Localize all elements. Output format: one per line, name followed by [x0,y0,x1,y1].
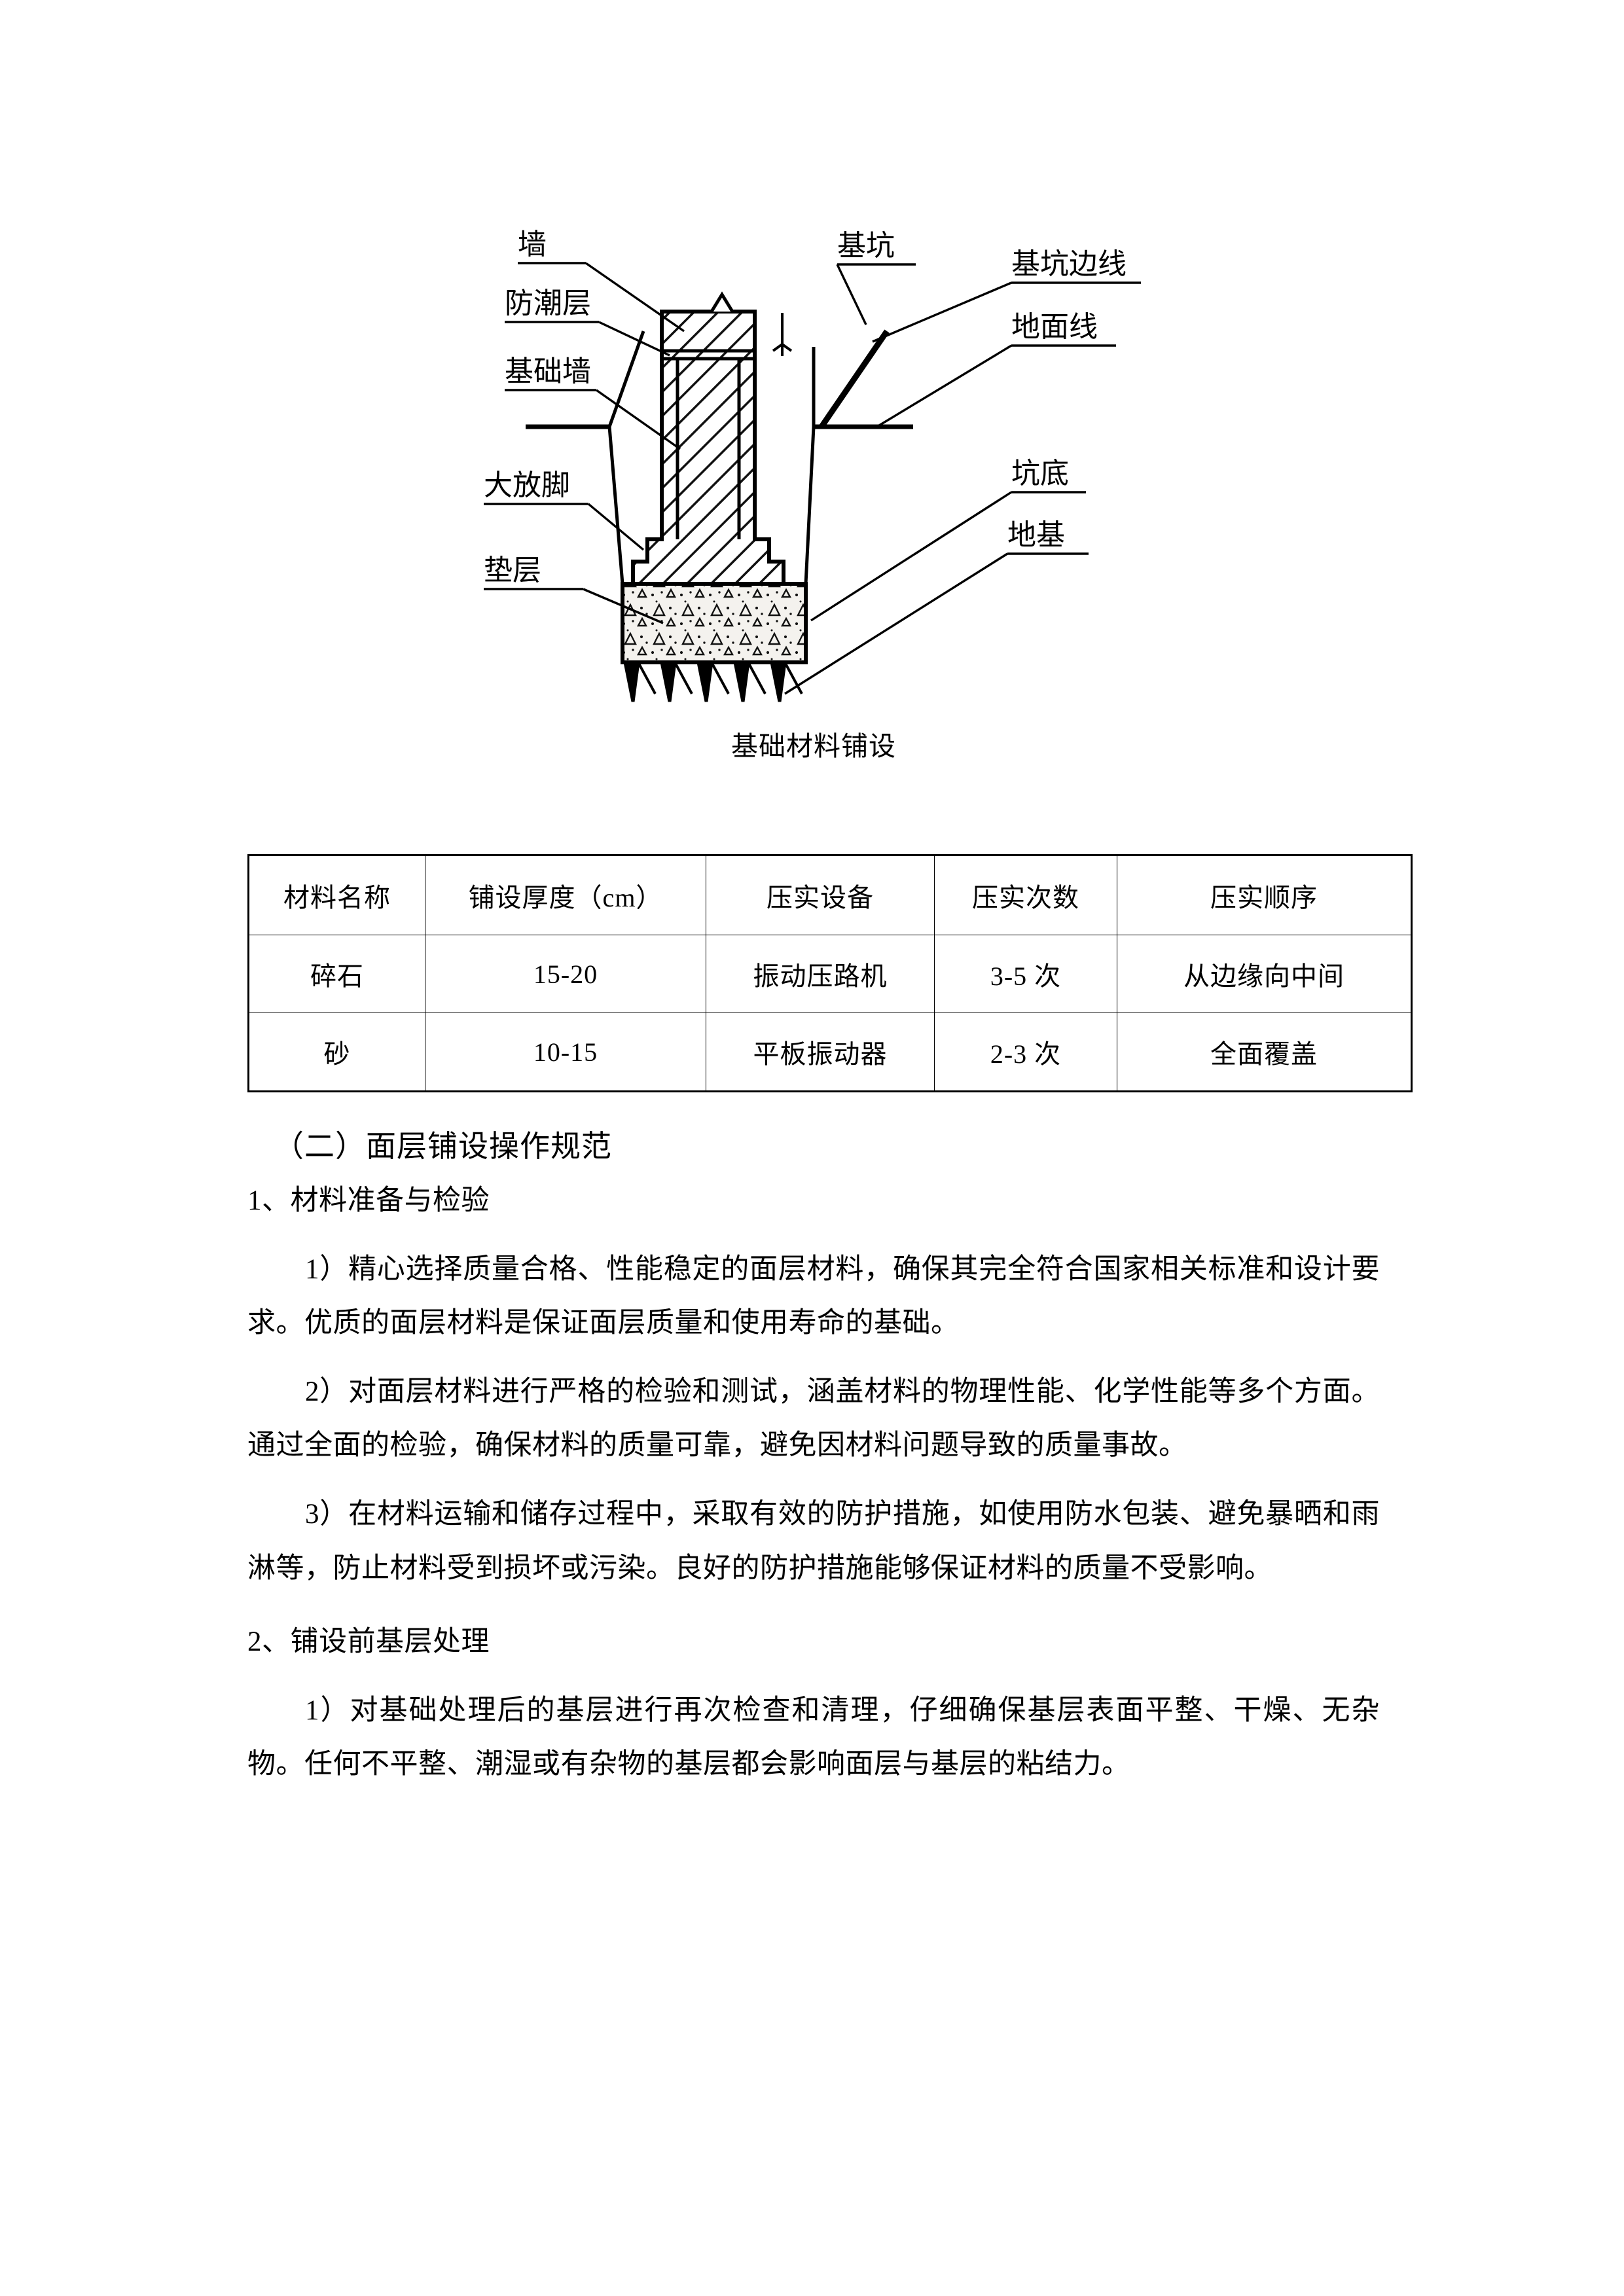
subsection-1-item-2: 2）对面层材料进行严格的检验和测试，涵盖材料的物理性能、化学性能等多个方面。通过… [247,1376,1380,1462]
figure-label-wall: 墙 [518,228,547,260]
material-spec-table: 材料名称 铺设厚度（cm） 压实设备 压实次数 压实顺序 碎石 15-20 振动… [247,854,1413,1093]
cell-order: 全面覆盖 [1117,1013,1413,1093]
table-header-row: 材料名称 铺设厚度（cm） 压实设备 压实次数 压实顺序 [247,854,1413,936]
table-row: 砂 10-15 平板振动器 2-3 次 全面覆盖 [247,1013,1413,1093]
cell-passes: 3-5 次 [934,935,1117,1014]
figure-label-subgrade: 地基 [1007,519,1065,551]
subsection-2-item-1: 1）对基础处理后的基层进行再次检查和清理，仔细确保基层表面平整、干燥、无杂物。任… [247,1695,1380,1780]
figure-label-pit-bottom: 坑底 [1011,457,1069,490]
foundation-figure: 墙 防潮层 基础墙 大放脚 垫层 基坑 基坑边线 地面线 坑底 地基 基础材料铺… [247,196,1380,764]
figure-label-cushion-layer: 垫层 [484,554,541,586]
cell-equipment: 振动压路机 [706,935,935,1014]
table-header-order: 压实顺序 [1117,854,1413,936]
figure-label-ground-line: 地面线 [1011,311,1098,343]
table-header-passes: 压实次数 [934,854,1117,936]
material-spec-table-wrap: 材料名称 铺设厚度（cm） 压实设备 压实次数 压实顺序 碎石 15-20 振动… [247,854,1413,1093]
cell-thickness: 10-15 [425,1013,706,1093]
table-row: 碎石 15-20 振动压路机 3-5 次 从边缘向中间 [247,935,1413,1014]
subsection-1-item-3: 3）在材料运输和储存过程中，采取有效的防护措施，如使用防水包装、避免暴晒和雨淋等… [247,1499,1380,1584]
cell-order: 从边缘向中间 [1117,935,1413,1014]
subsection-1-heading: 1、材料准备与检验 [247,1185,490,1217]
cell-material: 砂 [247,1013,425,1093]
table-header-material: 材料名称 [247,854,425,936]
section-heading: （二）面层铺设操作规范 [274,1130,612,1164]
subsection-1-item-1: 1）精心选择质量合格、性能稳定的面层材料，确保其完全符合国家相关标准和设计要求。… [247,1253,1380,1339]
subsection-2-heading: 2、铺设前基层处理 [247,1626,490,1658]
figure-label-footing-steps: 大放脚 [484,469,570,501]
figure-label-damp-proof-course: 防潮层 [505,287,591,319]
cell-passes: 2-3 次 [934,1013,1117,1093]
foundation-diagram-svg: 墙 防潮层 基础墙 大放脚 垫层 基坑 基坑边线 地面线 坑底 地基 [447,196,1180,720]
figure-label-pit-boundary-line: 基坑边线 [1011,248,1127,280]
cell-material: 碎石 [247,935,425,1014]
figure-caption: 基础材料铺设 [731,731,896,761]
cell-equipment: 平板振动器 [706,1013,935,1093]
table-header-equipment: 压实设备 [706,854,935,936]
figure-label-foundation-pit: 基坑 [837,230,895,262]
cell-thickness: 15-20 [425,935,706,1014]
table-header-thickness: 铺设厚度（cm） [425,854,706,936]
page-content: 墙 防潮层 基础墙 大放脚 垫层 基坑 基坑边线 地面线 坑底 地基 基础材料铺… [247,0,1413,1792]
figure-label-foundation-wall: 基础墙 [505,355,591,387]
